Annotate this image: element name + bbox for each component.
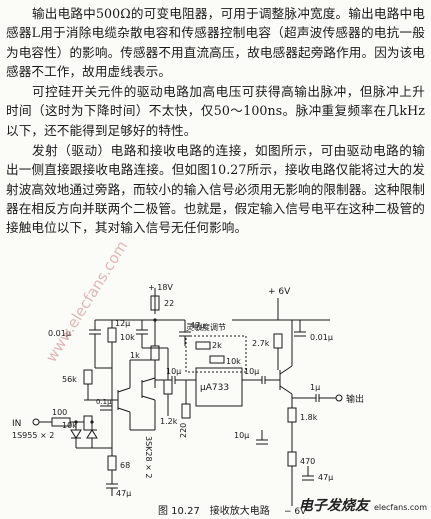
text-body: 输出电路中500Ω的可变电阻器，可用于调整脉冲宽度。输出电路中电感器L用于消除电… [6, 4, 425, 239]
paragraph-1: 输出电路中500Ω的可变电阻器，可用于调整脉冲宽度。输出电路中电感器L用于消除电… [6, 6, 425, 79]
label-output: 输出 [346, 393, 364, 405]
label-fet: 3SK28 × 2 [144, 436, 153, 478]
label-r1k: 1k [130, 351, 140, 360]
label-sensitivity: 灵敏度调节 [186, 322, 226, 332]
label-r2k: 2k [212, 341, 222, 350]
label-r220: 220 [179, 423, 188, 438]
label-c12u: 12μ [115, 319, 130, 328]
label-r27k: 2.7k [252, 339, 270, 348]
label-r56k: 56k [62, 375, 77, 384]
label-c47u-top: 47μ [190, 321, 205, 330]
label-c001a: 0.01μ [48, 329, 71, 338]
paragraph-2: 可控硅开关元件的驱动电路加高电压可获得高输出脉冲，但脉冲上升时间（这时为下降时间… [6, 84, 425, 138]
label-c10u-c: 10μ [234, 431, 249, 440]
logo-text: 电子发烧友 [298, 498, 369, 514]
label-r18k: 1.8k [300, 413, 318, 422]
label-c47u-r: 47μ [318, 473, 333, 482]
label-r100: 100 [52, 408, 67, 417]
logo-watermark: 电子发烧友 elecfans.com [299, 495, 427, 515]
label-amp: μA733 [200, 383, 229, 393]
paragraph-3: 发射（驱动）电路和接收电路的连接，如图所示，可由驱动电路的输出一侧直接跟接收电路… [6, 143, 425, 236]
label-c10u-b: 10μ [244, 367, 259, 376]
label-vminus6: − 6V [284, 507, 307, 517]
label-in: IN [12, 419, 21, 429]
label-vplus18: + 18V [148, 283, 173, 292]
figure-caption: 图 10.27 接收放大电路 [158, 504, 270, 517]
label-r22: 22 [164, 299, 174, 308]
label-c001b: 0.01μ [310, 333, 333, 342]
label-c10u-a: 10μ [166, 367, 181, 376]
logo-url: elecfans.com [373, 503, 427, 512]
label-r10k-a: 10k [120, 333, 135, 342]
label-r10k-b: 10k [226, 357, 241, 366]
label-vplus6: + 6V [268, 287, 291, 297]
label-c01u: 0.1μ [96, 398, 112, 406]
receiver-amplifier-schematic: + 18V 22 0.01μ 10k 12μ 1k 47μ 3SK28 × 2 … [12, 283, 364, 517]
label-c47u-bot: 47μ [116, 489, 131, 498]
label-c1u: 1μ [310, 383, 320, 392]
label-r12k: 1.2k [160, 417, 178, 426]
label-r470: 470 [300, 457, 315, 466]
label-r68: 68 [120, 461, 130, 470]
label-diode: 1S955 × 2 [12, 431, 54, 440]
